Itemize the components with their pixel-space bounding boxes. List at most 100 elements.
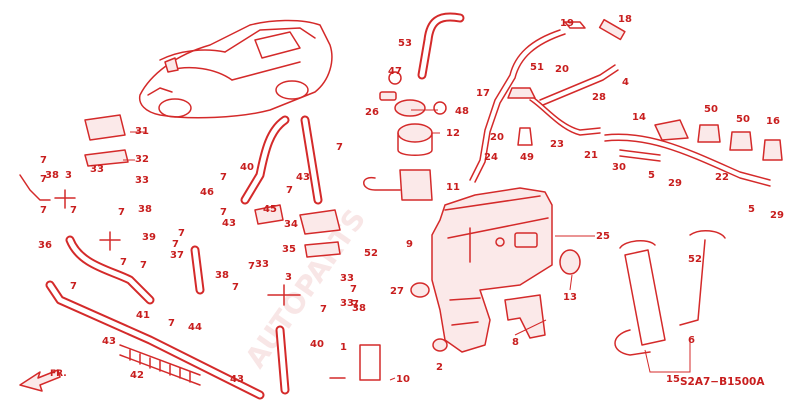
callout-26: 26 — [365, 107, 379, 118]
callout-7: 7 — [232, 282, 239, 293]
callout-38: 38 — [215, 270, 229, 281]
callout-33: 33 — [255, 259, 269, 270]
callout-7: 7 — [40, 155, 47, 166]
callout-33: 33 — [90, 164, 104, 175]
callout-18: 18 — [618, 14, 632, 25]
callout-7: 7 — [178, 228, 185, 239]
callout-4: 4 — [622, 77, 629, 88]
callout-21: 21 — [584, 150, 598, 161]
callout-51: 51 — [530, 62, 544, 73]
nozzle-rod — [539, 18, 626, 106]
callout-23: 23 — [550, 139, 564, 150]
callout-39: 39 — [142, 232, 156, 243]
callout-25: 25 — [596, 231, 610, 242]
callout-22: 22 — [715, 172, 729, 183]
callout-33: 33 — [135, 175, 149, 186]
callout-33: 33 — [340, 273, 354, 284]
callout-6: 6 — [688, 335, 695, 346]
callout-31: 31 — [135, 126, 149, 137]
callout-7: 7 — [70, 281, 77, 292]
callout-35: 35 — [282, 244, 296, 255]
callout-19: 19 — [560, 18, 574, 29]
callout-7: 7 — [248, 261, 255, 272]
front-label: FR. — [50, 369, 67, 379]
callout-29: 29 — [770, 210, 784, 221]
callout-7: 7 — [350, 284, 357, 295]
callout-46: 46 — [200, 187, 214, 198]
callout-12: 12 — [446, 128, 460, 139]
car-illustration — [138, 19, 333, 119]
callout-40: 40 — [310, 339, 324, 350]
callout-15: 15 — [666, 374, 680, 385]
callout-3: 3 — [285, 272, 292, 283]
callout-20: 20 — [555, 64, 569, 75]
callout-7: 7 — [220, 172, 227, 183]
joints — [84, 114, 341, 258]
callout-7: 7 — [220, 207, 227, 218]
callout-24: 24 — [484, 152, 498, 163]
callout-30: 30 — [612, 162, 626, 173]
hose-right — [604, 133, 771, 187]
callout-9: 9 — [406, 239, 413, 250]
callout-27: 27 — [390, 286, 404, 297]
callout-14: 14 — [632, 112, 646, 123]
callout-43: 43 — [102, 336, 116, 347]
callout-45: 45 — [263, 204, 277, 215]
callout-7: 7 — [140, 260, 147, 271]
callout-1: 1 — [340, 342, 347, 353]
callout-32: 32 — [135, 154, 149, 165]
callout-38: 38 — [352, 303, 366, 314]
callout-7: 7 — [70, 205, 77, 216]
callout-43: 43 — [222, 218, 236, 229]
callout-7: 7 — [168, 318, 175, 329]
washer-reservoir — [431, 187, 553, 353]
callout-11: 11 — [446, 182, 460, 193]
callout-10: 10 — [396, 374, 410, 385]
leader-lines — [123, 109, 691, 381]
callout-33: 33 — [340, 298, 354, 309]
callout-7: 7 — [172, 239, 179, 250]
callout-7: 7 — [286, 185, 293, 196]
callout-5: 5 — [648, 170, 655, 181]
callout-7: 7 — [352, 299, 359, 310]
callout-36: 36 — [38, 240, 52, 251]
callout-43: 43 — [296, 172, 310, 183]
callout-7: 7 — [40, 174, 47, 185]
callout-49: 49 — [520, 152, 534, 163]
left-hose-network — [45, 115, 323, 400]
callout-3: 3 — [65, 170, 72, 181]
washer-nozzles — [654, 119, 783, 161]
callout-44: 44 — [188, 322, 202, 333]
callout-8: 8 — [512, 337, 519, 348]
callout-52: 52 — [688, 254, 702, 265]
callout-43: 43 — [230, 374, 244, 385]
callout-28: 28 — [592, 92, 606, 103]
callout-50: 50 — [736, 114, 750, 125]
callout-16: 16 — [766, 116, 780, 127]
filler-neck — [614, 230, 726, 356]
callout-7: 7 — [120, 257, 127, 268]
reservoir-brackets — [410, 249, 581, 352]
callout-34: 34 — [284, 219, 298, 230]
callout-37: 37 — [170, 250, 184, 261]
callout-5: 5 — [748, 204, 755, 215]
callout-47: 47 — [388, 66, 402, 77]
callout-48: 48 — [455, 106, 469, 117]
callout-38: 38 — [45, 170, 59, 181]
callout-40: 40 — [240, 162, 254, 173]
callout-2: 2 — [436, 362, 443, 373]
front-arrow: FR. — [19, 369, 67, 392]
callout-38: 38 — [138, 204, 152, 215]
callout-53: 53 — [398, 38, 412, 49]
part-53-hose — [417, 12, 465, 80]
callout-7: 7 — [40, 205, 47, 216]
callout-7: 7 — [118, 207, 125, 218]
callout-20: 20 — [490, 132, 504, 143]
callout-41: 41 — [136, 310, 150, 321]
callout-52: 52 — [364, 248, 378, 259]
callout-7: 7 — [336, 142, 343, 153]
callout-42: 42 — [130, 370, 144, 381]
callout-7: 7 — [320, 304, 327, 315]
